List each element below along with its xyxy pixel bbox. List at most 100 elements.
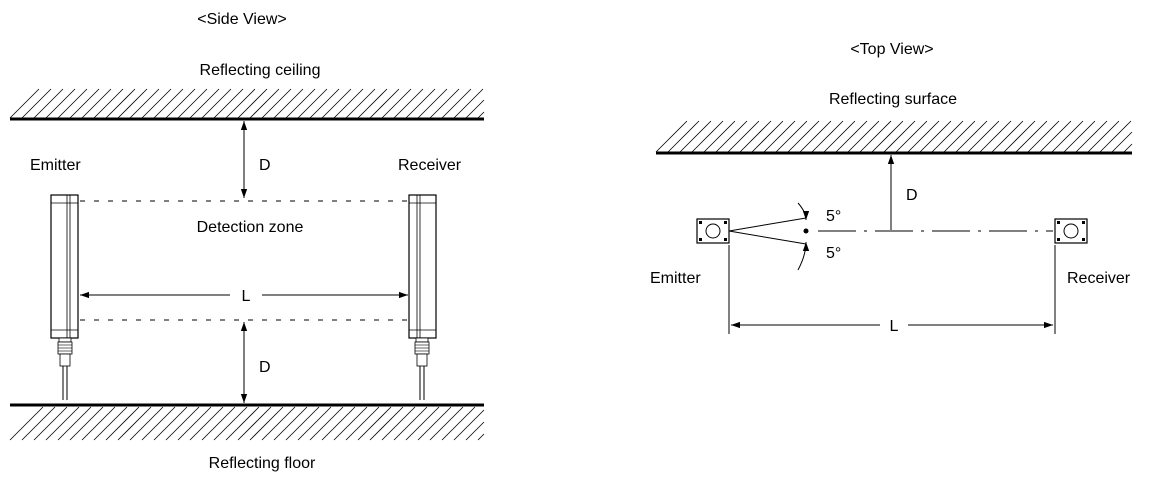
side-emitter xyxy=(50,194,79,400)
hatch-stroke xyxy=(979,120,1012,153)
hatch-stroke xyxy=(237,406,272,441)
hatch-stroke xyxy=(45,88,76,119)
hatch-stroke xyxy=(105,88,136,119)
hatch-stroke xyxy=(45,406,80,441)
hatch-stroke xyxy=(309,406,344,441)
hatch-stroke xyxy=(213,88,244,119)
top-emitter-label: Emitter xyxy=(650,270,701,287)
hatch-stroke xyxy=(69,406,104,441)
hatch-stroke xyxy=(441,406,476,441)
hatch-stroke xyxy=(739,120,772,153)
hatch-stroke xyxy=(453,409,485,441)
reflecting-floor xyxy=(9,403,485,441)
hatch-stroke xyxy=(117,406,152,441)
hatch-stroke xyxy=(141,406,176,441)
beam-upper-edge xyxy=(728,217,807,232)
hatch-stroke xyxy=(273,88,304,119)
hatch-stroke xyxy=(81,88,112,119)
hatch-stroke xyxy=(33,406,68,441)
hatch-stroke xyxy=(189,88,220,119)
hatch-stroke xyxy=(679,120,712,153)
hatch-stroke xyxy=(177,88,208,119)
hatch-stroke xyxy=(465,99,485,119)
hatch-stroke xyxy=(417,406,452,441)
hatch-stroke xyxy=(381,406,416,441)
hatch-stroke xyxy=(21,406,56,441)
hatch-stroke xyxy=(1099,120,1132,153)
hatch-stroke xyxy=(189,406,224,441)
hatch-stroke xyxy=(1063,120,1096,153)
hatch-stroke xyxy=(453,88,484,119)
hatch-stroke xyxy=(787,120,820,153)
top-receiver-label: Receiver xyxy=(1067,270,1131,287)
hatch-stroke xyxy=(393,88,424,119)
hatch-stroke xyxy=(153,406,188,441)
hatch-stroke xyxy=(153,88,184,119)
hatch-stroke xyxy=(847,120,880,153)
reflecting-ceiling xyxy=(9,88,485,121)
hatch-stroke xyxy=(477,111,485,119)
hatch-stroke xyxy=(871,120,904,153)
hatch-stroke xyxy=(967,120,1000,153)
hatch-stroke xyxy=(297,88,328,119)
surface-label: Reflecting surface xyxy=(829,91,957,108)
floor-hatching xyxy=(9,406,485,441)
side-view: <Side View> Reflecting ceiling Emitter R… xyxy=(9,11,485,472)
beam-center-dot xyxy=(803,228,809,234)
hatch-stroke xyxy=(955,120,988,153)
top-length-label: L xyxy=(890,318,899,335)
hatch-stroke xyxy=(883,120,916,153)
side-view-title: <Side View> xyxy=(197,11,287,28)
hatch-stroke xyxy=(201,88,232,119)
reflecting-surface xyxy=(655,120,1133,155)
hatch-stroke xyxy=(141,88,172,119)
hatch-stroke xyxy=(477,433,485,441)
hatch-stroke xyxy=(21,88,52,119)
hatch-stroke xyxy=(105,406,140,441)
surface-hatching xyxy=(655,120,1133,153)
hatch-stroke xyxy=(369,406,404,441)
distance-label-bottom: D xyxy=(259,359,271,376)
hatch-stroke xyxy=(417,88,448,119)
hatch-stroke xyxy=(225,88,256,119)
hatch-stroke xyxy=(1087,120,1120,153)
hatch-stroke xyxy=(57,88,88,119)
hatch-stroke xyxy=(129,88,160,119)
hatch-stroke xyxy=(715,120,748,153)
hatch-stroke xyxy=(249,88,280,119)
hatch-stroke xyxy=(799,120,832,153)
top-receiver xyxy=(1054,218,1088,244)
detection-zone-label: Detection zone xyxy=(197,219,304,236)
hatch-stroke xyxy=(835,120,868,153)
hatch-stroke xyxy=(1111,131,1133,153)
hatch-stroke xyxy=(9,88,40,119)
hatch-stroke xyxy=(165,406,200,441)
hatch-stroke xyxy=(249,406,284,441)
hatch-stroke xyxy=(667,120,700,153)
hatch-stroke xyxy=(177,406,212,441)
hatch-stroke xyxy=(775,120,808,153)
hatch-stroke xyxy=(69,88,100,119)
hatch-stroke xyxy=(33,88,64,119)
hatch-stroke xyxy=(727,120,760,153)
hatch-stroke xyxy=(1027,120,1060,153)
hatch-stroke xyxy=(919,120,952,153)
hatch-stroke xyxy=(369,88,400,119)
hatch-stroke xyxy=(201,406,236,441)
hatch-stroke xyxy=(129,406,164,441)
hatch-stroke xyxy=(991,120,1024,153)
hatch-stroke xyxy=(1075,120,1108,153)
hatch-stroke xyxy=(117,88,148,119)
distance-label-top: D xyxy=(259,157,271,174)
hatch-stroke xyxy=(763,120,796,153)
top-view: <Top View> Reflecting surface D xyxy=(650,41,1133,335)
ceiling-label: Reflecting ceiling xyxy=(200,62,321,79)
hatch-stroke xyxy=(321,406,356,441)
hatch-stroke xyxy=(1003,120,1036,153)
hatch-stroke xyxy=(895,120,928,153)
hatch-stroke xyxy=(1123,143,1133,153)
hatch-stroke xyxy=(273,406,308,441)
top-distance-label: D xyxy=(906,187,918,204)
hatch-stroke xyxy=(345,88,376,119)
